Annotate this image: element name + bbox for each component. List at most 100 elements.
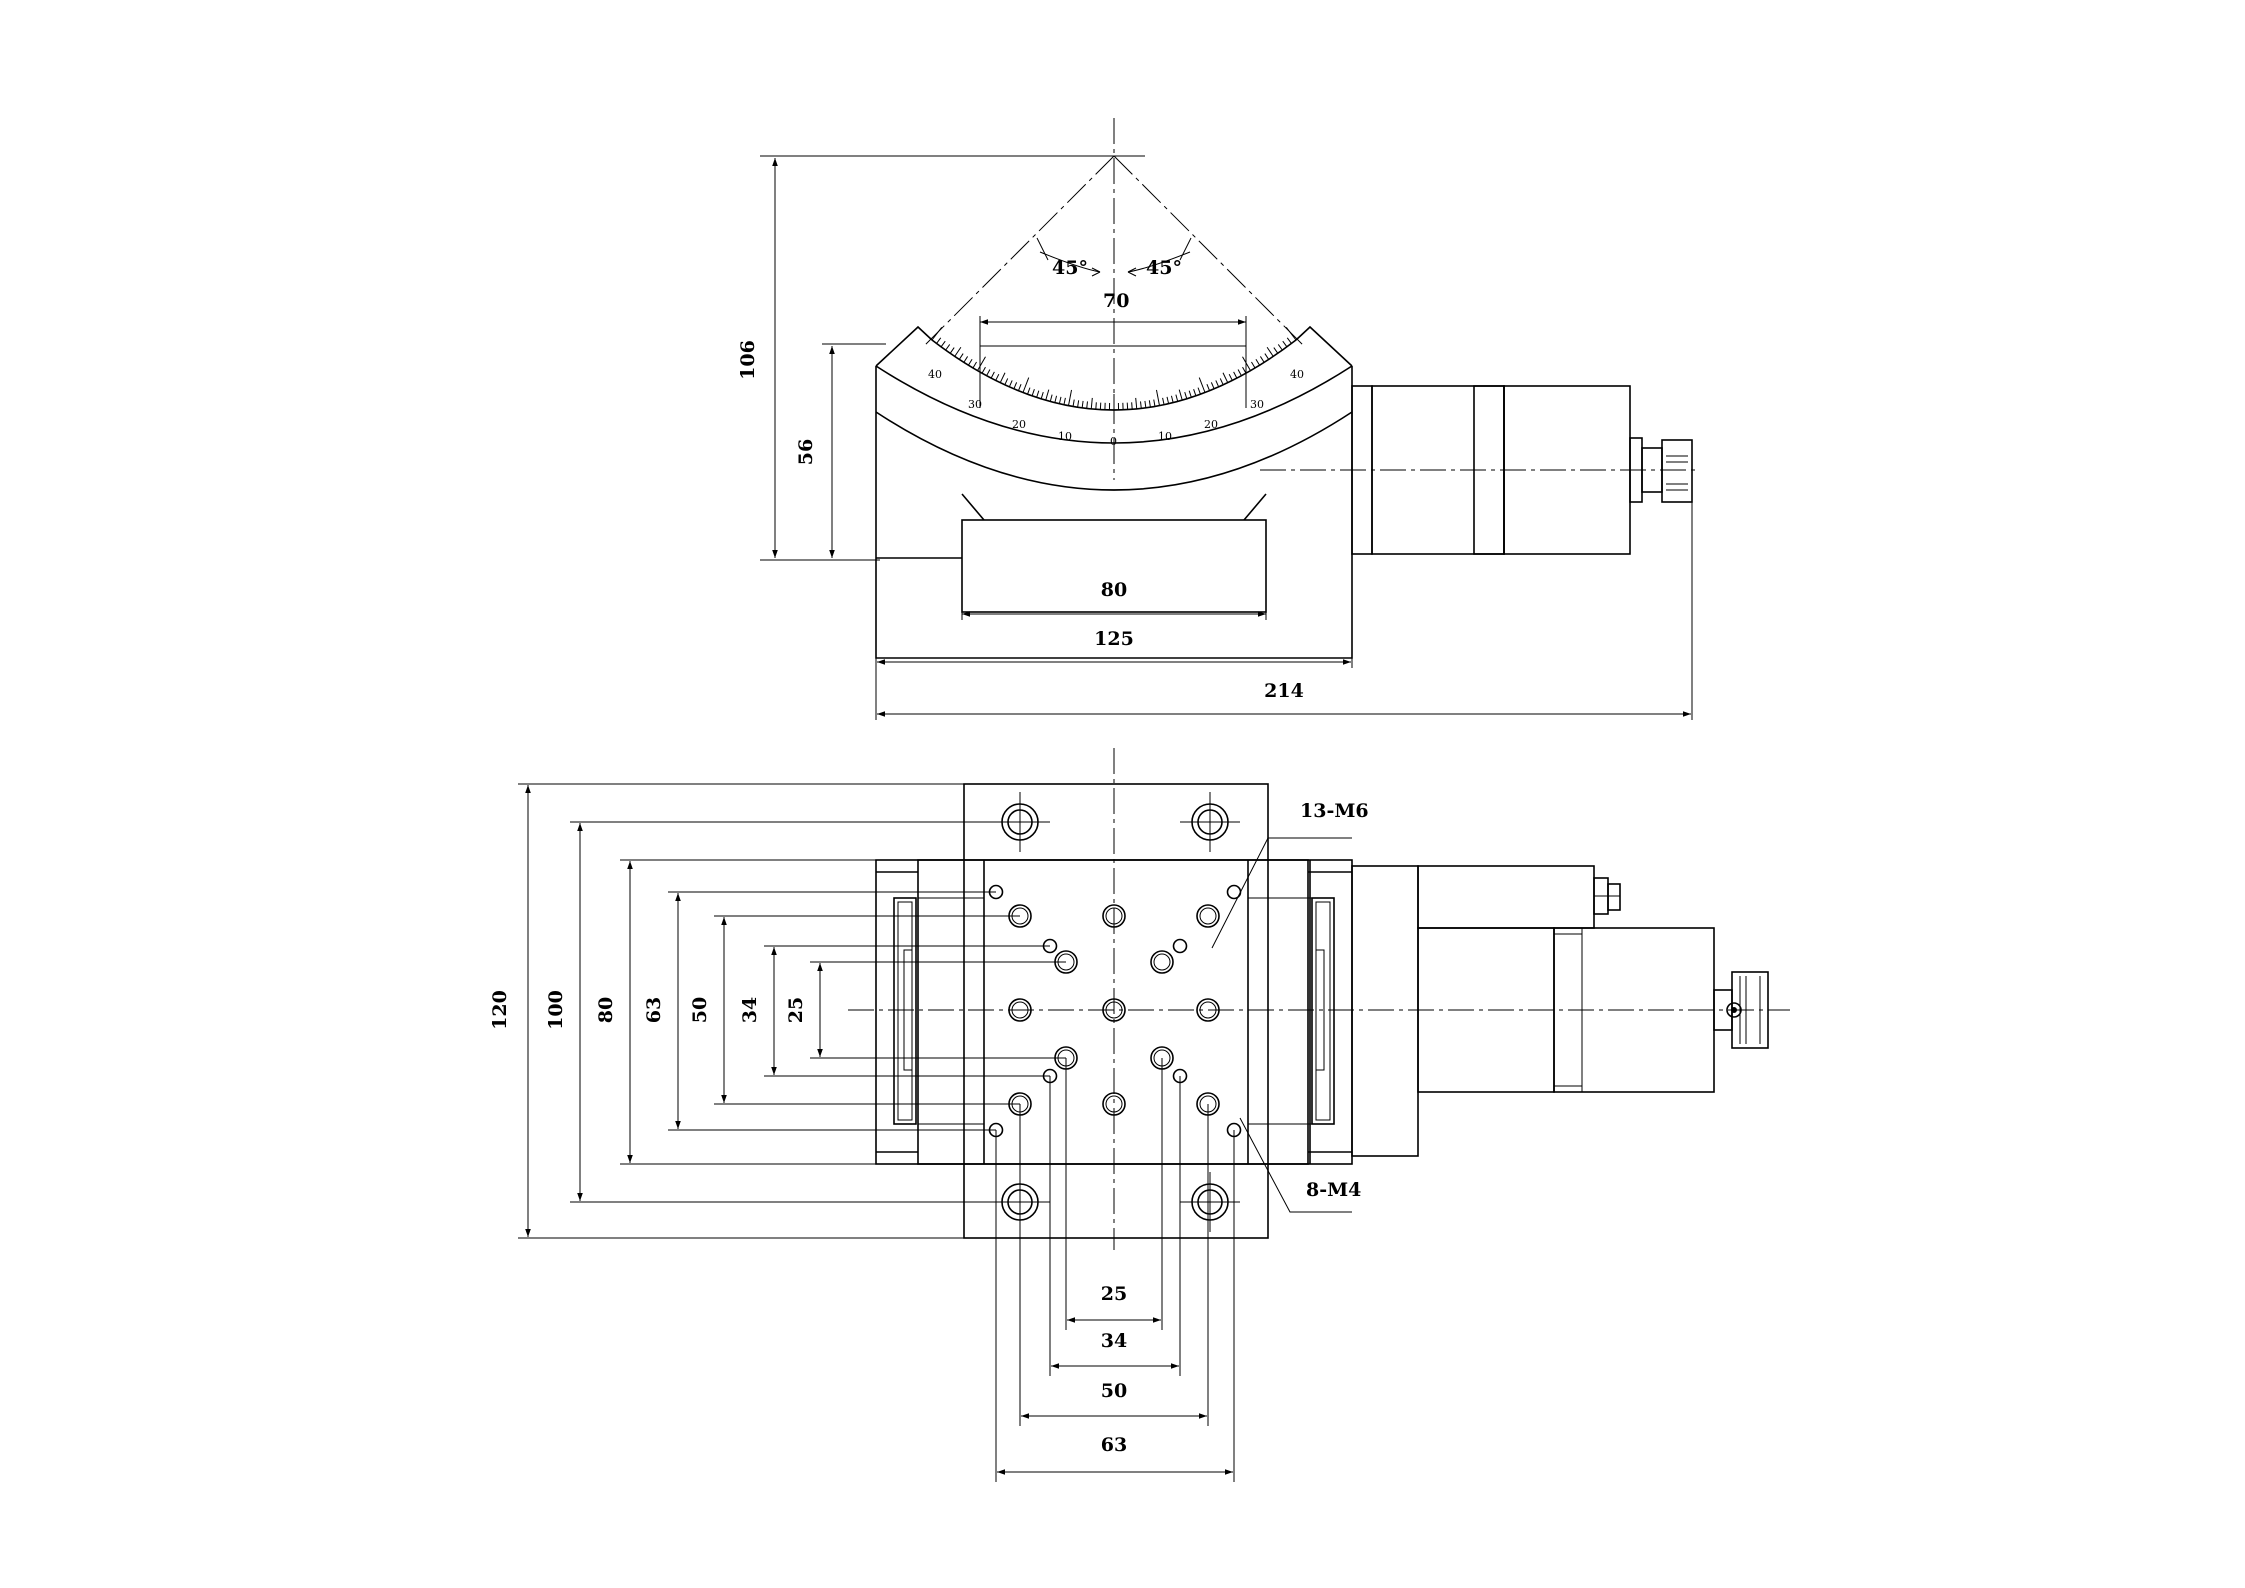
scale-tick	[1017, 384, 1022, 391]
scale-tick	[958, 353, 964, 360]
m6-hole	[1008, 998, 1032, 1022]
scale-tick	[1210, 382, 1215, 390]
front-view: 45° 45° 70 40 30 20 10 0 10 20 30	[737, 118, 1700, 720]
scale-tick	[1273, 347, 1279, 354]
scale-tick	[1135, 397, 1138, 409]
dim-v-25: 25	[785, 997, 807, 1023]
scale-tick	[1086, 401, 1088, 409]
scale-tick	[1285, 327, 1297, 341]
m6-hole-thread	[1199, 1001, 1217, 1019]
scale-tick	[1068, 389, 1073, 406]
dim-h-25: 25	[1101, 1283, 1127, 1305]
vertical-dimensions	[518, 783, 1066, 1239]
scale-label-l30: 30	[968, 398, 982, 411]
scale-tick	[1004, 378, 1009, 386]
m6-hole-thread	[1105, 1095, 1123, 1113]
scale-tick	[1251, 361, 1256, 369]
scale-tick	[967, 358, 973, 366]
scale-label-0: 0	[1110, 435, 1117, 448]
m6-hole	[1102, 998, 1126, 1022]
scale-tick	[1162, 397, 1165, 405]
scale-tick	[1222, 372, 1229, 383]
dim-v-80: 80	[595, 997, 617, 1023]
dim-h-63: 63	[1101, 1434, 1127, 1456]
dim-70: 70	[1103, 290, 1129, 312]
scale-tick	[1095, 402, 1097, 410]
mounting-base-plate	[963, 783, 1269, 1239]
scale-tick	[1063, 397, 1066, 405]
scale-tick	[995, 373, 1000, 381]
m6-hole-thread	[1105, 907, 1123, 925]
m6-hole	[1196, 904, 1220, 928]
dim-h-50: 50	[1101, 1380, 1127, 1402]
scale-tick	[1058, 396, 1062, 404]
scale-tick	[1178, 389, 1183, 401]
m4-hole	[1172, 938, 1188, 954]
scale-tick	[1027, 387, 1031, 395]
right-rail	[1248, 897, 1335, 1125]
scale-label-l40: 40	[928, 368, 942, 381]
dim-v-50: 50	[689, 997, 711, 1023]
dim-56: 56	[795, 439, 817, 465]
top-view: 13-M6 8-M4 120 100 80 63 50 34 25 25 34 …	[489, 748, 1790, 1482]
scale-tick	[1219, 378, 1224, 386]
dim-v-100: 100	[545, 990, 567, 1030]
scale-tick	[977, 356, 986, 371]
m6-hole	[1102, 1092, 1126, 1116]
scale-tick	[1206, 384, 1211, 391]
scale-tick	[1188, 390, 1192, 398]
scale-tick	[1228, 373, 1233, 381]
callout-13-m6: 13-M6	[1300, 800, 1369, 822]
scale-label-r10: 10	[1158, 430, 1172, 443]
scale-tick	[1140, 401, 1142, 409]
scale-tick	[1081, 400, 1084, 408]
scale-tick	[1090, 397, 1093, 409]
angle-label-right: 45°	[1146, 257, 1182, 279]
m6-hole-thread	[1153, 953, 1171, 971]
scale-tick	[945, 344, 951, 351]
scale-tick	[1049, 394, 1053, 402]
dim-v-63: 63	[643, 997, 665, 1023]
scale-tick	[1198, 377, 1206, 393]
scale-tick	[1193, 389, 1197, 396]
scale-label-r40: 40	[1290, 368, 1304, 381]
m6-hole	[1196, 998, 1220, 1022]
scale-tick	[1242, 366, 1247, 374]
scale-tick	[1054, 395, 1058, 403]
scale-tick	[1077, 400, 1080, 408]
scale-tick	[1242, 356, 1251, 371]
scale-tick	[1255, 358, 1261, 366]
scale-tick	[949, 347, 955, 354]
scale-tick	[1277, 344, 1283, 351]
carriage-top	[917, 859, 1309, 1165]
m6-hole-thread	[1105, 1001, 1123, 1019]
scale-tick	[1040, 391, 1044, 399]
scale-tick	[1237, 369, 1242, 376]
scale-tick	[1045, 389, 1050, 401]
m6-hole-thread	[1199, 907, 1217, 925]
scale-tick	[931, 327, 943, 341]
left-rail	[893, 897, 984, 1125]
scale-tick	[1144, 400, 1147, 408]
scale-tick	[1282, 340, 1288, 348]
scale-tick	[972, 361, 977, 369]
scale-label-l20: 20	[1012, 418, 1026, 431]
angle-label-left: 45°	[1052, 257, 1088, 279]
scale-tick	[954, 347, 962, 357]
scale-tick	[1013, 382, 1018, 390]
dim-v-34: 34	[739, 997, 761, 1023]
scale-tick	[999, 372, 1006, 383]
scale-tick	[1008, 380, 1013, 388]
scale-tick	[1155, 389, 1160, 406]
scale-tick	[1022, 377, 1030, 393]
scale-tick	[1233, 371, 1238, 379]
scale-tick	[1184, 391, 1188, 399]
scale-tick	[936, 337, 942, 344]
scale-tick	[963, 356, 969, 363]
dim-125: 125	[1094, 628, 1134, 650]
scale-label-l10: 10	[1058, 430, 1072, 443]
angle-line-left	[924, 155, 1115, 346]
micrometer-top	[1351, 865, 1769, 1157]
scale-tick	[1153, 399, 1156, 407]
